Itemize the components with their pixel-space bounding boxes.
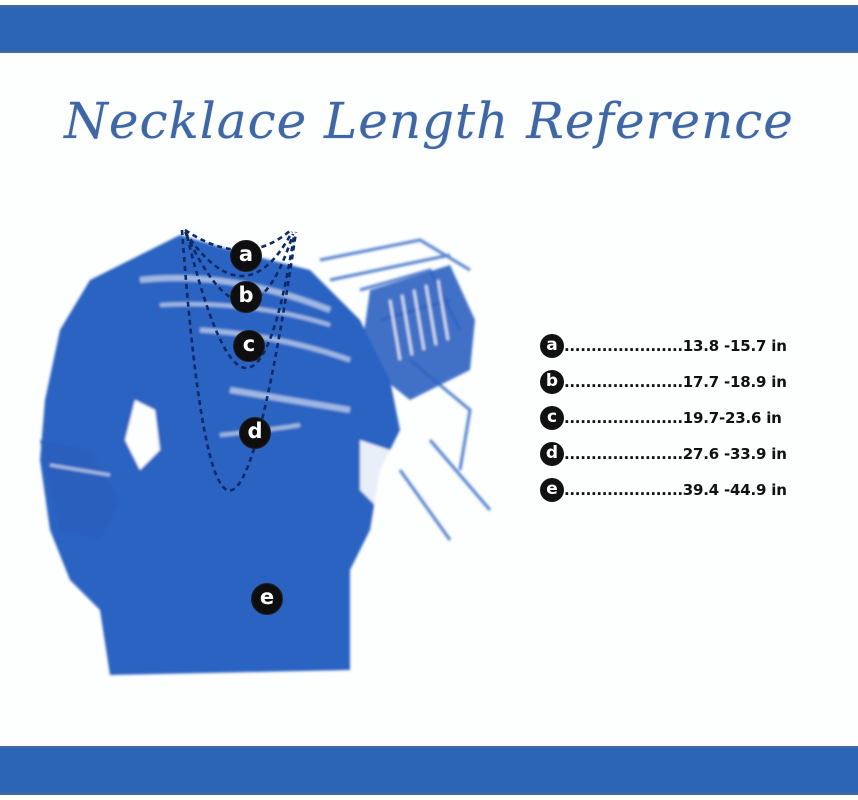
marker-b: b [230,281,262,313]
legend-badge-a: a [540,334,564,358]
leader-dots: ...................... [564,409,683,427]
leader-dots: ...................... [564,481,683,499]
length-legend: a ...................... 13.8 -15.7 in b… [540,333,787,513]
torso-illustration: a b c d e [30,210,510,680]
legend-badge-b: b [540,370,564,394]
legend-row-d: d ...................... 27.6 -33.9 in [540,441,787,467]
leader-dots: ...................... [564,373,683,391]
legend-row-c: c ...................... 19.7-23.6 in [540,405,787,431]
legend-row-b: b ...................... 17.7 -18.9 in [540,369,787,395]
page-title: Necklace Length Reference [64,92,794,150]
bottom-banner-bar [0,746,858,795]
marker-c: c [233,330,265,362]
legend-range-a: 13.8 -15.7 in [682,337,787,355]
legend-range-c: 19.7-23.6 in [682,409,782,427]
top-banner-bar [0,5,858,53]
marker-a: a [230,240,262,272]
legend-badge-d: d [540,442,564,466]
legend-badge-e: e [540,478,564,502]
torso-figure-graphic [40,228,492,675]
legend-row-a: a ...................... 13.8 -15.7 in [540,333,787,359]
legend-range-e: 39.4 -44.9 in [682,481,787,499]
marker-e: e [251,583,283,615]
legend-range-b: 17.7 -18.9 in [682,373,787,391]
marker-d: d [239,417,271,449]
legend-row-e: e ...................... 39.4 -44.9 in [540,477,787,503]
legend-range-d: 27.6 -33.9 in [682,445,787,463]
leader-dots: ...................... [564,445,683,463]
legend-badge-c: c [540,406,564,430]
leader-dots: ...................... [564,337,683,355]
